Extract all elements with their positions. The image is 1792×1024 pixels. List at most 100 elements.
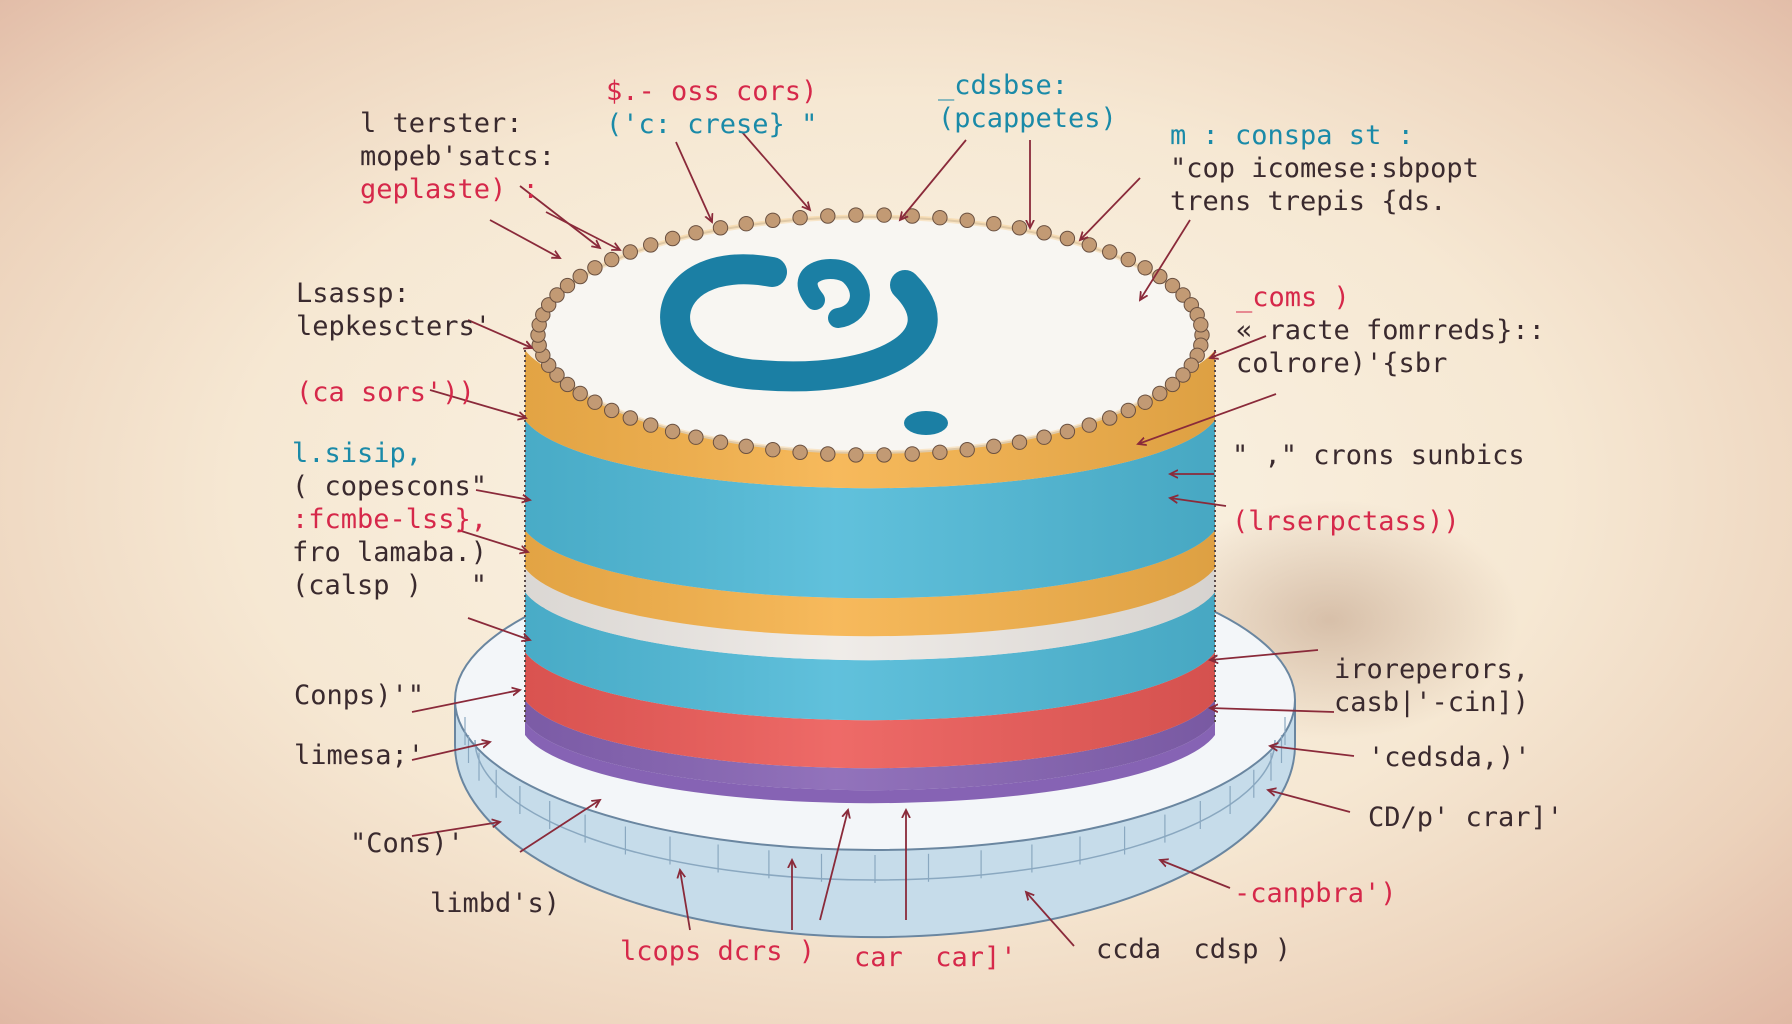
annotation-label: _cdsbse:(pcappetes) xyxy=(938,70,1117,136)
annotation-line: fro lamaba.) xyxy=(292,536,488,568)
annotation-line: "Cons)' xyxy=(350,828,464,859)
annotation-label: _coms )« racte fomrreds}::colrore)'{sbr xyxy=(1236,282,1545,381)
label-arrow xyxy=(467,319,532,348)
annotation-line: ( copescons" xyxy=(292,470,488,502)
pearl xyxy=(1175,367,1191,383)
annotation-label: limbd's) xyxy=(430,888,560,921)
pearl xyxy=(622,410,638,426)
label-arrows xyxy=(411,131,1355,947)
pearl xyxy=(1036,429,1052,445)
label-arrow xyxy=(519,185,600,248)
annotation-line: ccda cdsp ) xyxy=(1096,934,1292,965)
pearl xyxy=(1036,225,1052,241)
pearl xyxy=(904,446,920,462)
pearl xyxy=(1120,251,1137,268)
pearl xyxy=(587,394,603,410)
annotation-label: 'cedsda,)' xyxy=(1368,742,1531,775)
annotation-line: l.sisip, xyxy=(292,438,423,469)
annotation-line: « racte fomrreds}:: xyxy=(1236,314,1545,346)
annotation-line: limbd's) xyxy=(430,888,561,919)
annotation-label: $.- oss cors)('c: crese} " xyxy=(606,76,817,142)
label-arrow xyxy=(457,529,528,552)
annotation-line: CD/p' crar]' xyxy=(1368,802,1564,833)
label-arrow xyxy=(680,870,691,931)
annotation-line: l terster: xyxy=(360,108,523,139)
pearl xyxy=(643,417,659,433)
pearl xyxy=(959,212,975,229)
label-arrow xyxy=(545,211,620,250)
pearl xyxy=(549,367,565,383)
pearl-border xyxy=(530,207,1210,463)
annotation-line: 'cedsda,)' xyxy=(1368,742,1531,773)
pearl xyxy=(1102,244,1118,260)
cake-side-shading xyxy=(525,350,1215,791)
pearl xyxy=(1059,423,1076,440)
pearl xyxy=(820,208,836,224)
annotation-line: (calsp ) " xyxy=(292,569,488,601)
label-arrow xyxy=(819,810,848,921)
annotation-line: :fcmbe-lss}, xyxy=(292,503,488,535)
annotation-label: " ," crons sunbics (lrserpctass)) xyxy=(1232,440,1525,539)
label-arrow xyxy=(1170,498,1227,507)
cake-body xyxy=(524,350,1216,804)
pearl xyxy=(541,297,557,313)
annotation-line: mopeb'satcs: xyxy=(360,140,556,172)
pearl xyxy=(876,207,892,223)
annotation-line: -canpbra') xyxy=(1234,878,1397,909)
annotation-line: m : conspa st : xyxy=(1170,120,1414,151)
pearl xyxy=(587,260,603,276)
pearl xyxy=(1081,417,1098,433)
annotation-label: car car]' xyxy=(854,942,1017,975)
annotation-label: ccda cdsp ) xyxy=(1096,934,1291,967)
label-arrow xyxy=(411,822,500,837)
pearl xyxy=(986,438,1002,454)
pearl xyxy=(1011,220,1028,236)
annotation-line: (pcappetes) xyxy=(938,102,1117,134)
annotation-label: limesa;' xyxy=(294,740,424,773)
annotation-line xyxy=(296,344,491,377)
pearl xyxy=(959,442,975,458)
pearl xyxy=(820,446,836,462)
pearl xyxy=(1152,385,1168,402)
pearl xyxy=(932,444,948,460)
annotation-line: iroreperors, xyxy=(1334,654,1530,685)
pearl xyxy=(1164,277,1181,294)
annotation-line: (lrserpctass)) xyxy=(1232,505,1460,537)
annotation-label: iroreperors,casb|'-cin]) xyxy=(1334,654,1529,720)
label-arrow xyxy=(519,800,600,853)
swirl-c-logo-icon xyxy=(660,254,948,435)
label-arrow xyxy=(429,389,526,418)
label-arrow xyxy=(1210,708,1335,712)
pearl xyxy=(622,244,638,260)
pearl xyxy=(559,376,576,393)
annotation-label: Lsassp:lepkescters' (ca sors')) xyxy=(296,278,491,410)
pearl xyxy=(664,423,681,440)
pearl xyxy=(664,230,681,247)
pearl xyxy=(604,402,620,419)
annotation-line: Conps)'" xyxy=(294,680,425,711)
pearl xyxy=(1183,357,1200,373)
annotation-line: car car]' xyxy=(854,942,1017,973)
annotation-label: -canpbra') xyxy=(1234,878,1397,911)
label-arrow xyxy=(1210,335,1267,358)
label-arrow xyxy=(489,219,560,258)
annotation-line: colrore)'{sbr xyxy=(1236,347,1448,379)
pearl xyxy=(572,268,588,285)
annotation-line: casb|'-cin]) xyxy=(1334,686,1530,718)
pearl xyxy=(572,385,588,402)
pearl xyxy=(1011,434,1028,450)
label-arrow xyxy=(411,742,490,761)
pearl xyxy=(738,438,754,454)
pearl xyxy=(643,237,659,253)
annotation-line: (ca sors')) xyxy=(296,376,475,408)
label-arrow xyxy=(1160,860,1231,889)
pearl xyxy=(848,207,864,223)
pearl xyxy=(848,447,864,463)
annotation-label: Conps)'" xyxy=(294,680,424,713)
pearl xyxy=(738,216,754,232)
pearl xyxy=(688,429,704,445)
annotation-line: " ," crons sunbics xyxy=(1232,440,1525,471)
pearl xyxy=(792,444,808,460)
